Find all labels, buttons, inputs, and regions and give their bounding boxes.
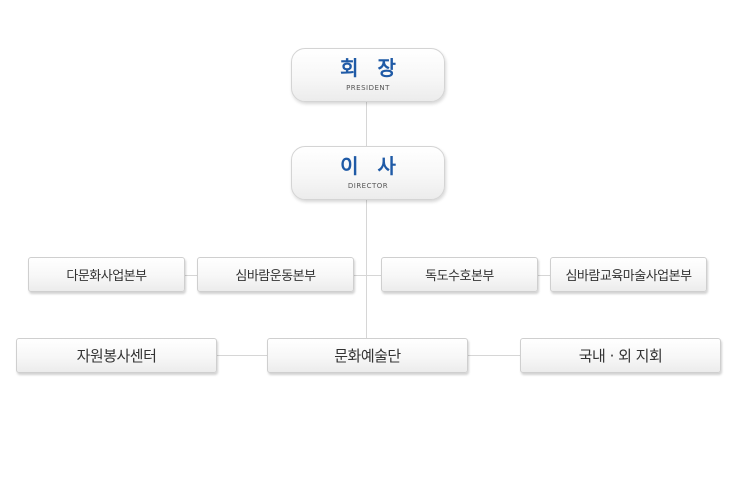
volunteer-center: 자원봉사센터 — [16, 338, 217, 373]
president-box: 회 장 PRESIDENT — [291, 48, 445, 102]
connector-director-trunk — [366, 200, 367, 340]
culture-arts-troupe: 문화예술단 — [267, 338, 468, 373]
connector-hq-left — [184, 275, 198, 276]
connector-hq-center — [353, 275, 382, 276]
connector-president-director — [366, 102, 367, 147]
president-subtitle: PRESIDENT — [346, 84, 390, 92]
hq-simbaram-movement: 심바람운동본부 — [197, 257, 354, 292]
connector-bottom-left — [216, 355, 268, 356]
hq-dokdo-protection: 독도수호본부 — [381, 257, 538, 292]
hq-simbaram-education-magic: 심바람교육마술사업본부 — [550, 257, 707, 292]
connector-bottom-right — [467, 355, 521, 356]
domestic-overseas-branches: 국내 · 외 지회 — [520, 338, 721, 373]
president-title: 회 장 — [340, 56, 402, 80]
director-subtitle: DIRECTOR — [347, 182, 389, 190]
director-title: 이 사 — [340, 154, 402, 178]
director-box: 이 사 DIRECTOR — [291, 146, 445, 200]
connector-hq-right — [537, 275, 551, 276]
hq-multicultural: 다문화사업본부 — [28, 257, 185, 292]
